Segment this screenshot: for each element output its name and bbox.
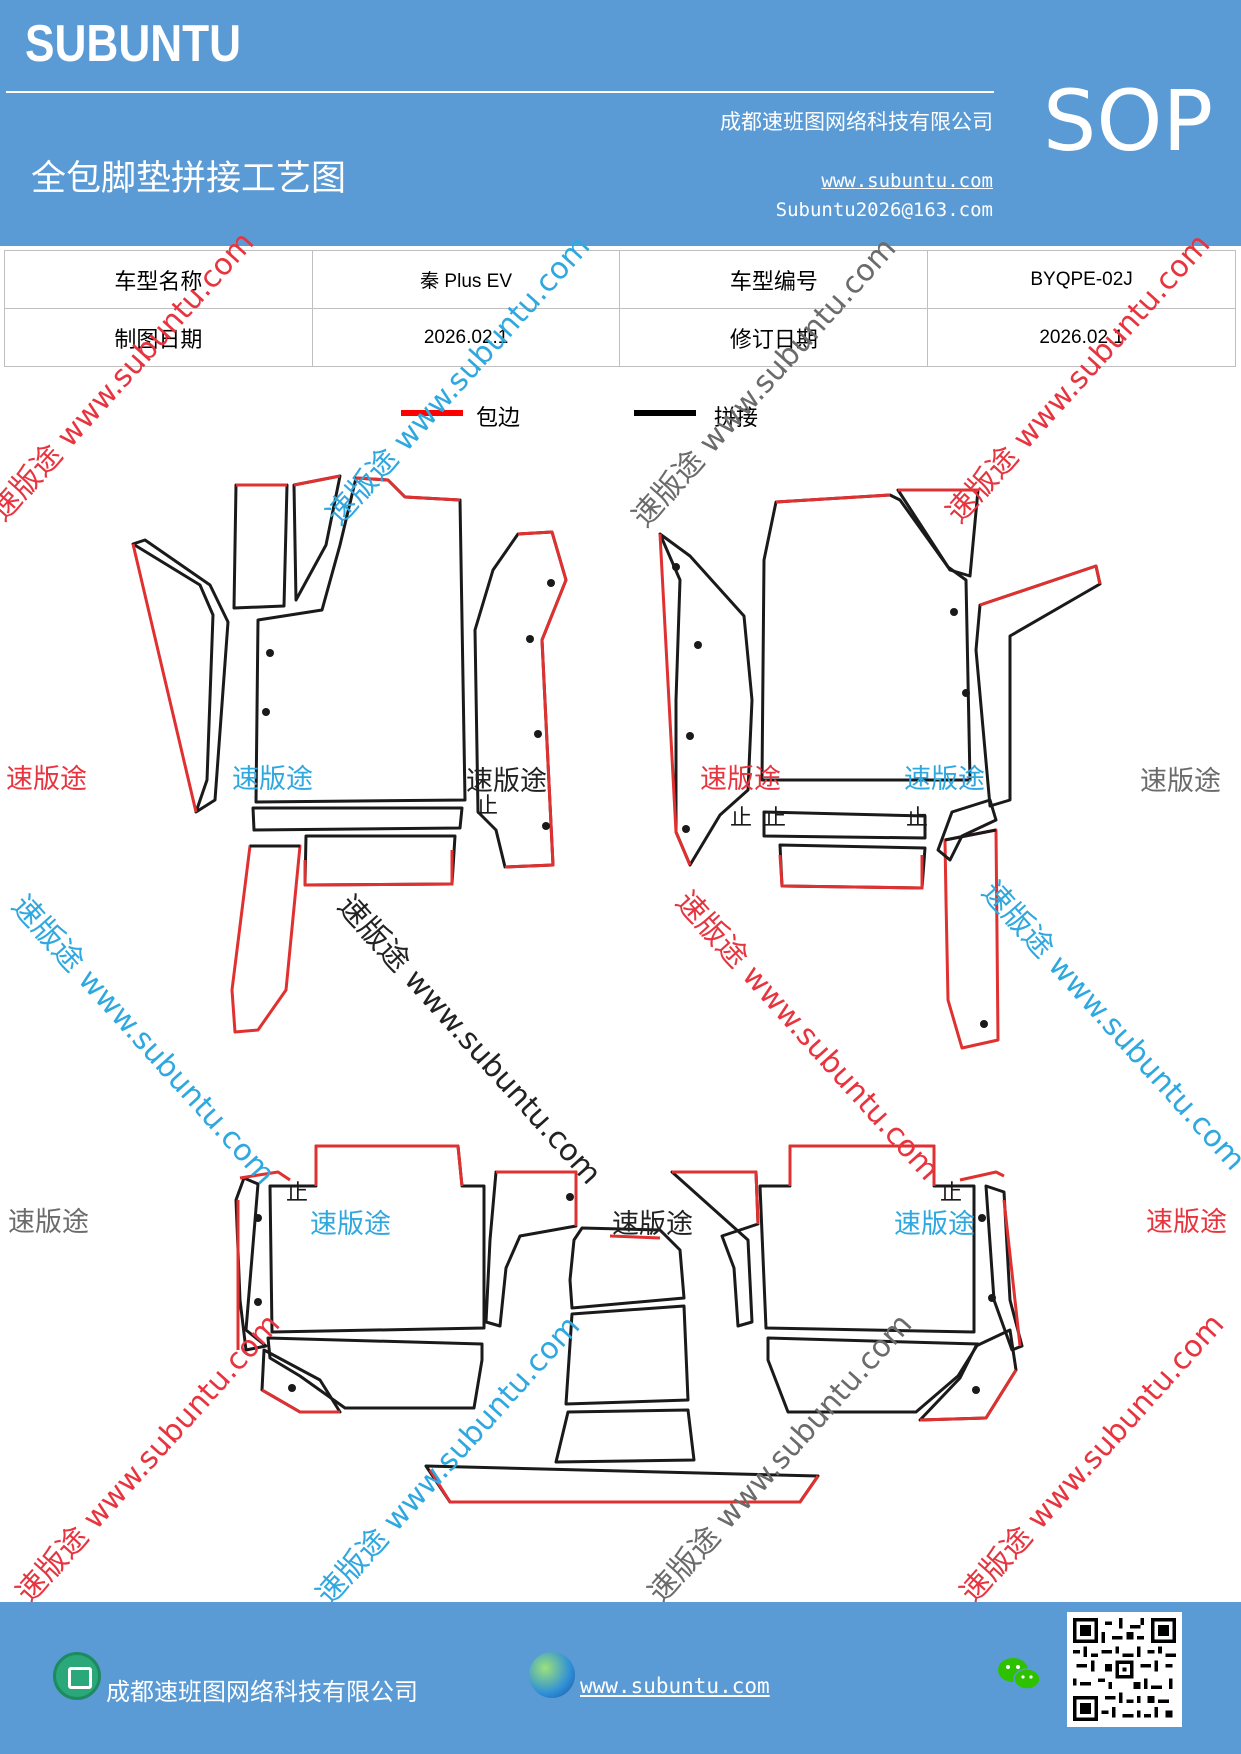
- legend: 包边 拼接: [0, 400, 1241, 440]
- mount-dot: [682, 825, 690, 833]
- rear-left-lower-panel: [266, 1336, 484, 1410]
- model-name-label: 车型名称: [4, 250, 313, 309]
- mount-dot: [262, 708, 270, 716]
- stop-mark: 止: [730, 806, 752, 831]
- watermark: 速版途: [232, 764, 313, 795]
- passenger-front-strip: [762, 810, 927, 840]
- stop-mark: 止: [906, 806, 928, 831]
- table-row: 制图日期 2026.02.1 修订日期 2026.02.1: [4, 308, 1236, 367]
- driver-left-side-panel: [131, 538, 230, 814]
- email-address: Subuntu2026@163.com: [775, 199, 993, 221]
- mount-dot: [950, 608, 958, 616]
- drawing-date-value: 2026.02.1: [311, 308, 621, 367]
- wechat-icon: [998, 1658, 1041, 1690]
- mount-dot: [988, 1294, 996, 1302]
- table-row: 车型名称 秦 Plus EV 车型编号 BYQPE-02J: [4, 250, 1236, 309]
- watermark: 速版途: [310, 1209, 391, 1240]
- mount-dot: [542, 822, 550, 830]
- driver-upper-panel: [232, 483, 289, 610]
- legend-splice-swatch: [634, 410, 696, 416]
- mount-dot: [694, 641, 702, 649]
- mount-dot: [534, 730, 542, 738]
- watermark: 速版途: [8, 1207, 89, 1238]
- mount-dot: [526, 635, 534, 643]
- passenger-lower-strip: [778, 843, 927, 890]
- mount-dot: [972, 1386, 980, 1394]
- globe-icon: [529, 1652, 575, 1698]
- mount-dot: [288, 1384, 296, 1392]
- passenger-right-rocker: [943, 828, 1000, 1050]
- company-name: 成都速班图网络科技有限公司: [720, 110, 993, 134]
- watermark: 速版途: [466, 766, 547, 797]
- rear-tunnel-lower: [554, 1408, 696, 1464]
- watermark: 速版途: [6, 764, 87, 795]
- stop-mark: 止: [764, 806, 786, 831]
- legend-binding-swatch: [401, 410, 463, 416]
- drawing-date-label: 制图日期: [4, 308, 313, 367]
- home-icon: [53, 1652, 101, 1700]
- revision-date-value: 2026.02.1: [927, 308, 1236, 367]
- footer-company-name: 成都速班图网络科技有限公司: [106, 1678, 418, 1706]
- revision-date-label: 修订日期: [619, 308, 929, 367]
- mount-dot: [686, 732, 694, 740]
- mount-dot: [254, 1298, 262, 1306]
- footer-website-link[interactable]: www.subuntu.com: [580, 1674, 770, 1698]
- watermark: 速版途: [894, 1209, 975, 1240]
- watermark: 速版途: [1146, 1207, 1227, 1238]
- passenger-left-side-panel: [658, 532, 754, 867]
- mount-dot: [547, 579, 555, 587]
- watermark: 速版途: [700, 764, 781, 795]
- rear-center-left-panel: [484, 1170, 578, 1328]
- mount-dot: [566, 1193, 574, 1201]
- website-link[interactable]: www.subuntu.com: [821, 170, 993, 192]
- model-code-value: BYQPE-02J: [927, 250, 1236, 309]
- legend-binding-label: 包边: [476, 406, 521, 431]
- mount-dot: [254, 1214, 262, 1222]
- mount-dot: [980, 1020, 988, 1028]
- mount-dot: [962, 689, 970, 697]
- brand-logo: SUBUNTU: [25, 15, 242, 73]
- stop-mark: 止: [286, 1181, 308, 1206]
- driver-front-strip: [251, 806, 464, 832]
- watermark: 速版途: [904, 764, 985, 795]
- legend-splice-label: 拼接: [714, 406, 759, 431]
- page-title: 全包脚垫拼接工艺图: [31, 159, 347, 199]
- header-band: SUBUNTU 成都速班图网络科技有限公司 SOP 全包脚垫拼接工艺图 www.…: [0, 0, 1241, 246]
- rear-tunnel-mid: [564, 1304, 690, 1406]
- qr-code[interactable]: [1067, 1612, 1182, 1727]
- footer-band: 成都速班图网络科技有限公司 www.subuntu.com: [0, 1602, 1241, 1754]
- watermark: 速版途: [612, 1209, 693, 1240]
- mount-dot: [978, 1214, 986, 1222]
- passenger-main-panel: [760, 493, 972, 782]
- stop-mark: 止: [940, 1181, 962, 1206]
- mat-splicing-diagram: 止 止 止 止 止 止: [131, 474, 1102, 1504]
- rear-tunnel-top: [568, 1226, 686, 1310]
- rear-center-right-panel: [670, 1170, 760, 1328]
- stop-mark: 止: [476, 794, 498, 819]
- mount-dot: [672, 563, 680, 571]
- header-divider: [6, 91, 994, 93]
- driver-left-rocker: [230, 844, 302, 1034]
- sop-label: SOP: [1043, 72, 1214, 170]
- model-name-value: 秦 Plus EV: [311, 250, 621, 309]
- passenger-right-side-panel: [974, 564, 1102, 808]
- mount-dot: [266, 649, 274, 657]
- watermark: 速版途: [1140, 766, 1221, 797]
- passenger-curved-piece: [936, 798, 998, 862]
- vehicle-info-table: 车型名称 秦 Plus EV 车型编号 BYQPE-02J 制图日期 2026.…: [4, 250, 1236, 367]
- driver-lower-strip: [303, 834, 457, 887]
